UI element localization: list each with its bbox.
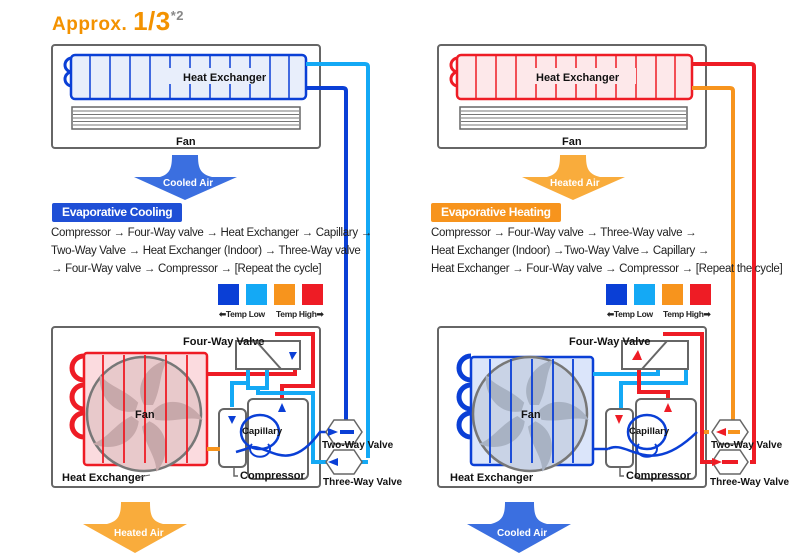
heating-panel: Heat Exchanger Fan Heated Air Fan Heat E… [437,44,790,553]
heated-air-arrow [522,155,625,200]
indoor-fan-label: Fan [562,136,582,148]
heating-cycle-description: Compressor → Four-Way valve → Three-Way … [431,224,783,278]
pipe-red [692,62,756,456]
compressor [635,398,697,480]
three-way-valve-label: Three-Way Valve [323,477,403,488]
description-line: → Four-Way valve → Compressor → [Repeat … [51,263,322,275]
swatch-temp-low [246,284,267,305]
legend-low-label: ⬅Temp Low [607,309,653,319]
page-title: Approx. 1/3*2 [52,6,184,37]
swatch-temp-highest [302,284,323,305]
accumulator [218,408,247,468]
legend-low-label: ⬅Temp Low [219,309,265,319]
four-way-valve-label: Four-Way Valve [183,336,265,348]
indoor-air-label: Cooled Air [163,178,213,189]
capillary-tube [593,431,698,457]
three-way-valve [325,449,363,475]
cooling-mode-badge: Evaporative Cooling [52,203,183,222]
cooling-cycle-description: Compressor → Four-Way valve → Heat Excha… [51,224,372,278]
indoor-air-label: Heated Air [550,178,600,189]
pipe-light-blue-outdoor [256,388,330,464]
capillary-tube [235,430,346,457]
temp-legend-right [606,284,711,305]
outdoor-hx-label: Heat Exchanger [62,472,146,484]
heated-air-arrow [83,502,187,553]
title-value: 1/3 [133,6,171,36]
outdoor-fan-label: Fan [521,409,541,421]
swatch-temp-high [662,284,683,305]
description-line: Heat Exchanger → Four-Way valve → Compre… [431,263,783,275]
outdoor-fan-label: Fan [135,409,155,421]
description-line: Heat Exchanger (Indoor) →Two-Way Valve→ … [431,245,710,257]
indoor-fan-label: Fan [176,136,196,148]
title-prefix: Approx. [52,14,134,35]
indoor-hx-label: Heat Exchanger [183,72,267,84]
four-way-valve-label: Four-Way Valve [569,336,651,348]
pipe-red-comp [275,332,315,399]
swatch-temp-lowest [606,284,627,305]
two-way-valve-label: Two-Way Valve [322,440,394,451]
swatch-temp-high [274,284,295,305]
cooling-panel: Heat Exchanger Fan Cooled Air Fan Heat E… [51,44,403,553]
outdoor-air-label: Cooled Air [497,528,547,539]
pipe-orange [692,86,735,432]
title-footnote: *2 [170,8,185,23]
description-line: Compressor → Four-Way valve → Three-Way … [431,227,697,239]
capillary-label: Capillary [629,426,670,437]
description-line: Compressor → Four-Way valve → Heat Excha… [51,227,372,239]
legend-high-label: Temp High➡ [663,309,711,319]
three-way-valve-label: Three-Way Valve [710,477,790,488]
compressor-label: Compressor [240,470,306,482]
two-way-valve-label: Two-Way Valve [711,440,783,451]
pipe-light-blue [306,62,370,448]
outdoor-hx-label: Heat Exchanger [450,472,534,484]
cooled-air-arrow [134,155,237,200]
pipe-dark-blue [306,86,348,430]
temp-legend-left [218,284,323,305]
heating-mode-badge: Evaporative Heating [431,203,561,222]
cooled-air-arrow [467,502,571,553]
indoor-hx-label: Heat Exchanger [536,72,620,84]
outdoor-air-label: Heated Air [114,528,164,539]
swatch-temp-low [634,284,655,305]
capillary-label: Capillary [242,426,283,437]
swatch-temp-highest [690,284,711,305]
swatch-temp-lowest [218,284,239,305]
compressor-label: Compressor [626,470,692,482]
legend-high-label: Temp High➡ [276,309,324,319]
description-line: Two-Way Valve → Heat Exchanger (Indoor) … [51,245,361,257]
